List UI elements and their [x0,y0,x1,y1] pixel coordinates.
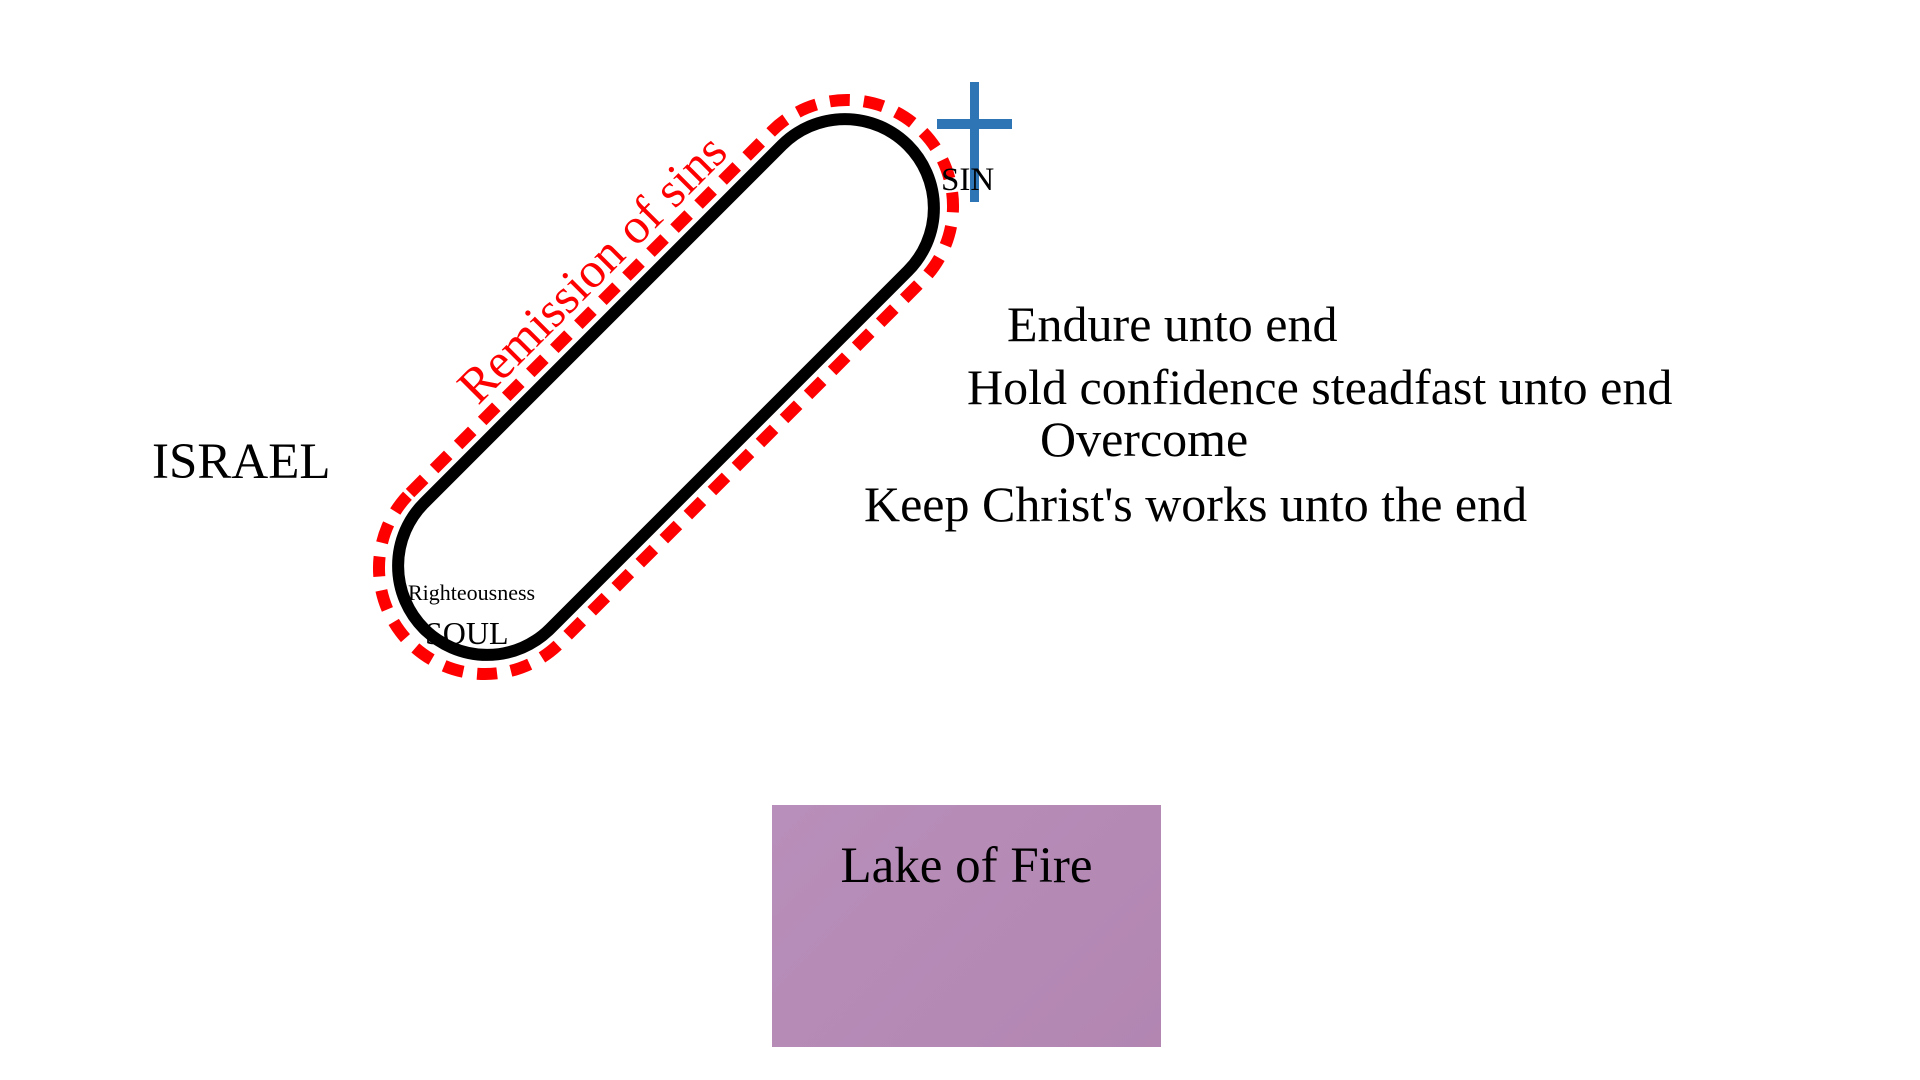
lake-of-fire-box: Lake of Fire [772,805,1161,1047]
lake-of-fire-label: Lake of Fire [840,838,1093,894]
condition-keep-works: Keep Christ's works unto the end [864,476,1528,532]
israel-label: ISRAEL [152,434,331,490]
capsule-outline [392,113,940,661]
condition-hold-confidence: Hold confidence steadfast unto end [967,359,1673,415]
cross-icon [937,82,1012,202]
sin-label: SIN [941,162,995,198]
condition-overcome: Overcome [1040,411,1249,467]
remission-dashed-outline [372,93,960,681]
condition-endure: Endure unto end [1007,296,1338,352]
soul-label: SOUL [425,615,509,651]
righteousness-label: Righteousness [408,580,536,605]
